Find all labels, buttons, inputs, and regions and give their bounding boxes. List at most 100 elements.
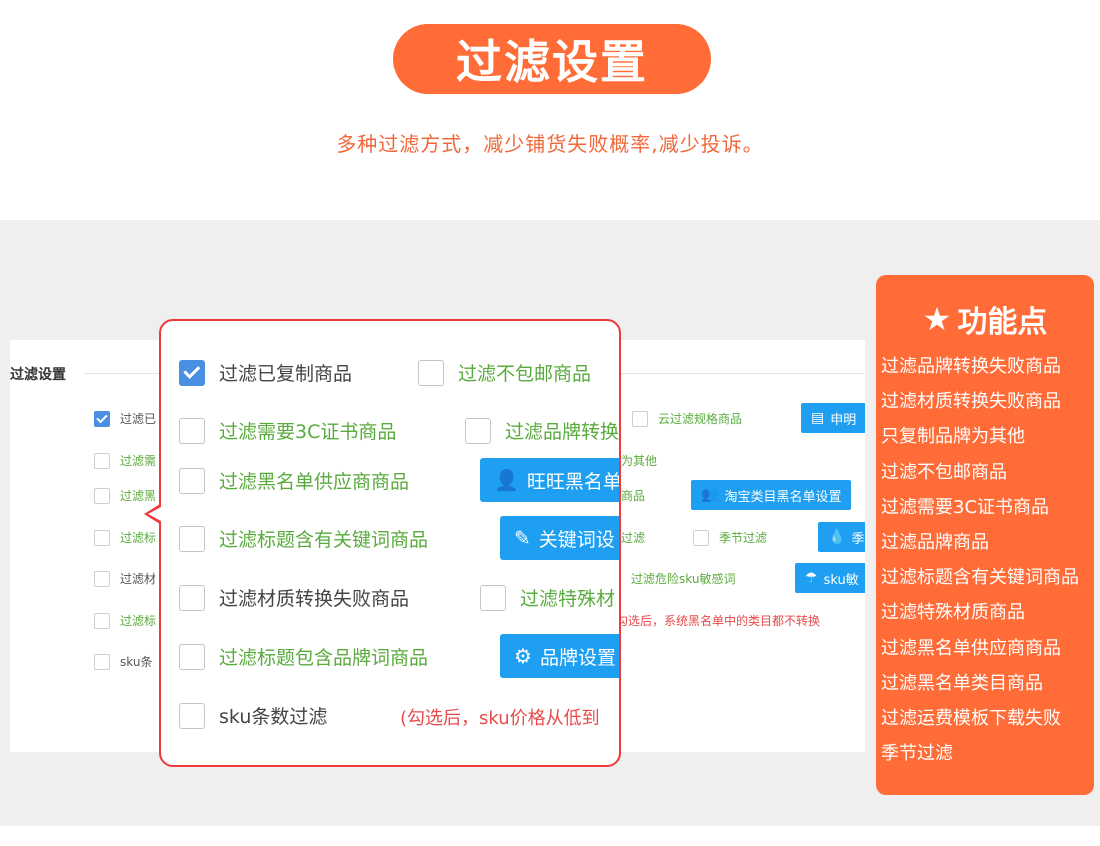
checkbox-icon[interactable] [94, 529, 110, 546]
checkbox-icon[interactable] [179, 467, 205, 494]
sku-sensitive-button[interactable]: ☂ sku敏 [795, 563, 865, 593]
checkbox-icon[interactable] [480, 584, 506, 611]
user-icon: 👤 [494, 468, 519, 492]
bg-option-copied[interactable]: 过滤已 [94, 410, 156, 427]
option-label: sku条数过滤 [219, 706, 328, 728]
checkbox-icon[interactable] [632, 410, 648, 427]
feature-item: 过滤材质转换失败商品 [881, 391, 1061, 413]
option-label: 过滤不包邮商品 [458, 363, 592, 385]
feature-item: 过滤特殊材质商品 [881, 602, 1025, 624]
page-title: 过滤设置 [456, 35, 648, 89]
taobao-blacklist-button[interactable]: 👥 淘宝类目黑名单设置 [691, 480, 852, 510]
bg-option-label: 过滤需 [120, 454, 157, 468]
option-filter-no-free-ship[interactable]: 过滤不包邮商品 [418, 359, 591, 386]
umbrella-icon: ☂ [805, 570, 818, 586]
features-list: 过滤品牌转换失败商品 过滤材质转换失败商品 只复制品牌为其他 过滤不包邮商品 过… [881, 349, 1079, 771]
bg-fragment-other: 为其他 [621, 454, 658, 468]
gear-icon: ⚙ [514, 644, 532, 668]
bg-option-material[interactable]: 过滤材 [94, 570, 156, 587]
bg-fragment-danger-sku: 过滤危险sku敏感词 [631, 572, 736, 586]
feature-item: 过滤标题含有关键词商品 [881, 567, 1079, 589]
option-filter-sku-count[interactable]: sku条数过滤 [179, 702, 327, 729]
bg-option-sku[interactable]: sku条 [94, 653, 152, 670]
sku-note: (勾选后，sku价格从低到 [400, 708, 600, 729]
bg-option-label: 过滤黑 [120, 489, 157, 503]
title-banner: 过滤设置 [393, 24, 711, 94]
option-label: 过滤品牌转换 [505, 421, 620, 443]
option-label: 过滤标题包含品牌词商品 [219, 647, 429, 669]
drop-icon: 💧 [828, 529, 846, 545]
section-title: 过滤设置 [10, 367, 66, 383]
bg-fragment-filter: 过滤 [621, 531, 646, 545]
option-filter-title-brand[interactable]: 过滤标题包含品牌词商品 [179, 643, 428, 670]
feature-item: 过滤黑名单供应商商品 [881, 637, 1061, 659]
checkbox-icon[interactable] [179, 643, 205, 670]
bg-option-label: 过滤已 [120, 412, 157, 426]
checkbox-icon[interactable] [693, 529, 709, 546]
checkbox-checked-icon[interactable] [94, 410, 110, 427]
checkbox-icon[interactable] [94, 487, 110, 504]
edit-icon: ✎ [514, 526, 531, 550]
option-filter-special-material[interactable]: 过滤特殊材 [480, 584, 615, 611]
feature-item: 过滤黑名单类目商品 [881, 672, 1043, 694]
feature-item: 只复制品牌为其他 [881, 426, 1025, 448]
option-label: 过滤黑名单供应商商品 [219, 471, 410, 493]
option-label: 过滤材质转换失败商品 [219, 588, 410, 610]
bg-fragment-goods: 商品 [621, 489, 646, 503]
features-heading: ★ 功能点 [876, 297, 1094, 341]
feature-item: 过滤需要3C证书商品 [881, 496, 1050, 518]
feature-item: 季节过滤 [881, 743, 953, 765]
features-heading-text: 功能点 [957, 305, 1048, 340]
checkbox-icon[interactable] [179, 417, 205, 444]
bg-option-title-brand[interactable]: 过滤标 [94, 612, 156, 629]
checkbox-icon[interactable] [94, 452, 110, 469]
option-filter-title-keyword[interactable]: 过滤标题含有关键词商品 [179, 525, 428, 552]
bg-option-label: sku条 [120, 655, 153, 669]
feature-item: 过滤品牌商品 [881, 532, 989, 554]
callout-tail-inner [148, 507, 161, 521]
option-label: 过滤已复制商品 [219, 363, 353, 385]
option-filter-3c[interactable]: 过滤需要3C证书商品 [179, 417, 396, 444]
page-subtitle: 多种过滤方式，减少铺货失败概率,减少投诉。 [336, 132, 764, 156]
bg-option-title[interactable]: 过滤标 [94, 529, 156, 546]
bg-option-need[interactable]: 过滤需 [94, 452, 156, 469]
keyword-settings-button[interactable]: ✎ 关键词设 [500, 516, 619, 560]
features-card: ★ 功能点 过滤品牌转换失败商品 过滤材质转换失败商品 只复制品牌为其他 过滤不… [876, 275, 1094, 795]
filter-settings-popup: 过滤已复制商品 过滤不包邮商品 过滤需要3C证书商品 过滤品牌转换 过滤黑名单供… [159, 319, 621, 767]
bg-option-label: 季节过滤 [719, 531, 768, 545]
feature-item: 过滤不包邮商品 [881, 461, 1007, 483]
bg-option-label: 云过滤规格商品 [658, 412, 743, 426]
checkbox-icon[interactable] [179, 584, 205, 611]
bg-option-season[interactable]: 季节过滤 [693, 529, 767, 546]
bg-fragment-note: 勾选后，系统黑名单中的类目都不转换 [616, 614, 821, 628]
checkbox-icon[interactable] [94, 612, 110, 629]
checkbox-icon[interactable] [94, 570, 110, 587]
option-label: 过滤标题含有关键词商品 [219, 529, 429, 551]
bg-option-cloud-spec[interactable]: 云过滤规格商品 [632, 410, 742, 427]
option-filter-blacklist-supplier[interactable]: 过滤黑名单供应商商品 [179, 467, 409, 494]
bg-option-label: 过滤材 [120, 572, 157, 586]
bg-option-label: 过滤标 [120, 531, 157, 545]
checkbox-icon[interactable] [94, 653, 110, 670]
statement-button[interactable]: ▤ 申明 [801, 403, 865, 433]
feature-item: 过滤运费模板下载失败 [881, 708, 1061, 730]
wangwang-blacklist-button[interactable]: 👤 旺旺黑名单 [480, 458, 619, 502]
bg-option-blacklist[interactable]: 过滤黑 [94, 487, 156, 504]
checkbox-icon[interactable] [418, 359, 444, 386]
option-filter-copied[interactable]: 过滤已复制商品 [179, 359, 352, 386]
feature-item: 过滤品牌转换失败商品 [881, 356, 1061, 377]
bg-option-label: 过滤标 [120, 614, 157, 628]
document-icon: ▤ [811, 410, 825, 426]
brand-settings-button[interactable]: ⚙ 品牌设置 [500, 634, 619, 678]
checkbox-checked-icon[interactable] [179, 359, 205, 386]
option-filter-brand-convert[interactable]: 过滤品牌转换 [465, 417, 619, 444]
checkbox-icon[interactable] [465, 417, 491, 444]
season-button[interactable]: 💧 季 [818, 522, 865, 552]
checkbox-icon[interactable] [179, 525, 205, 552]
users-icon: 👥 [701, 487, 719, 503]
option-filter-material[interactable]: 过滤材质转换失败商品 [179, 584, 409, 611]
option-label: 过滤需要3C证书商品 [219, 421, 397, 443]
option-label: 过滤特殊材 [520, 588, 616, 610]
checkbox-icon[interactable] [179, 702, 205, 729]
star-icon: ★ [922, 300, 952, 338]
